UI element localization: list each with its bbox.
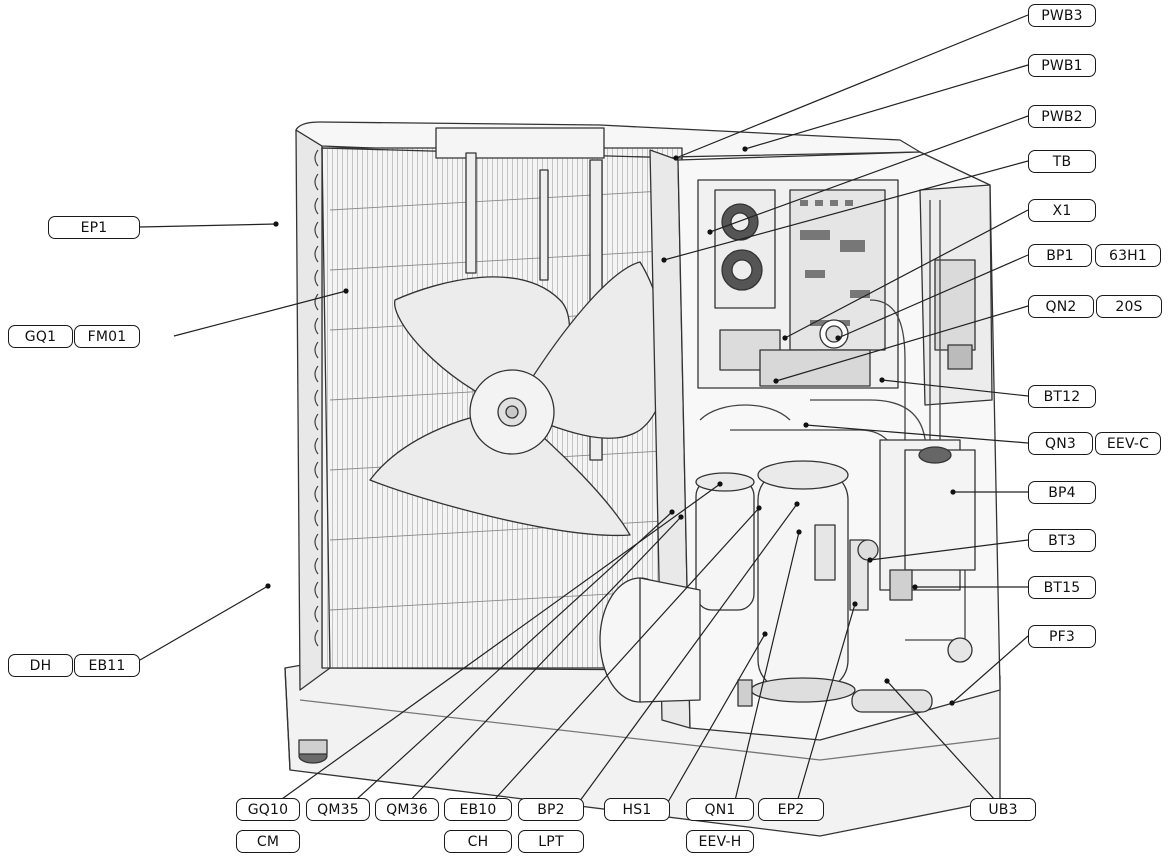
unit-body (284, 121, 1001, 837)
callout-label-bp4: BP4 (1028, 481, 1096, 504)
callout-label-pwb3: PWB3 (1028, 4, 1096, 27)
callout-label-qn2-alt: 20S (1096, 295, 1162, 318)
callout-label-gq10-alt: CM (236, 830, 300, 853)
callout-label-ep1: EP1 (48, 216, 140, 239)
callout-label-bp2: BP2 (518, 798, 584, 821)
callout-label-ep2: EP2 (758, 798, 824, 821)
callout-label-pf3: PF3 (1028, 625, 1096, 648)
callout-label-bt15: BT15 (1028, 576, 1096, 599)
callout-label-gq1-alt: FM01 (74, 325, 140, 348)
callout-label-qn3-alt: EEV-C (1095, 432, 1161, 455)
callout-label-bp1: BP1 (1028, 244, 1092, 267)
callout-label-qn1-alt: EEV-H (686, 830, 754, 853)
callout-label-qn2: QN2 (1028, 295, 1094, 318)
callout-label-qn1: QN1 (686, 798, 754, 821)
callout-label-qn3: QN3 (1028, 432, 1093, 455)
callout-label-eb10: EB10 (444, 798, 512, 821)
callout-leader-lines (139, 14, 1029, 812)
callout-label-x1: X1 (1028, 199, 1096, 222)
callout-label-ub3: UB3 (970, 798, 1036, 821)
callout-label-bp2-alt: LPT (518, 830, 584, 853)
callout-label-bt12: BT12 (1028, 385, 1096, 408)
callout-label-eb10-alt: CH (444, 830, 512, 853)
callout-label-bt3: BT3 (1028, 529, 1096, 552)
callout-label-pwb2: PWB2 (1028, 105, 1096, 128)
callout-label-qm36: QM36 (375, 798, 439, 821)
callout-label-qm35: QM35 (306, 798, 370, 821)
callout-label-tb: TB (1028, 150, 1096, 173)
callout-anchor-dots (265, 146, 956, 706)
callout-label-gq10: GQ10 (236, 798, 300, 821)
callout-label-dh-alt: EB11 (74, 654, 140, 677)
callout-label-gq1: GQ1 (8, 325, 73, 348)
callout-label-dh: DH (8, 654, 73, 677)
callout-label-hs1: HS1 (604, 798, 670, 821)
callout-label-bp1-alt: 63H1 (1095, 244, 1161, 267)
callout-label-pwb1: PWB1 (1028, 54, 1096, 77)
